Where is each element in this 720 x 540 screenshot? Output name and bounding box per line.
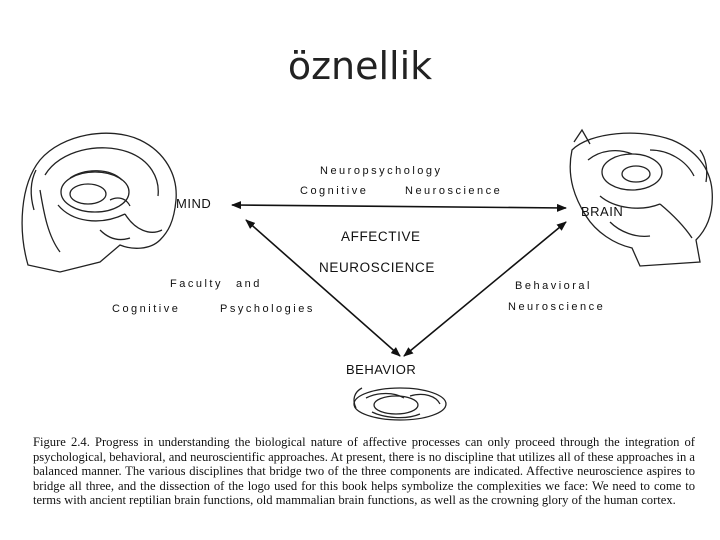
- center-label-affective: AFFECTIVE: [341, 229, 421, 244]
- behavior-brain-sketch-icon: [354, 388, 446, 420]
- edge-label-behavioral: Behavioral: [515, 280, 592, 292]
- node-behavior: BEHAVIOR: [346, 362, 416, 377]
- node-brain: BRAIN: [581, 204, 623, 219]
- figure-label: Figure 2.4.: [33, 435, 90, 449]
- edge-label-cognitive-top: Cognitive: [300, 185, 368, 197]
- node-mind: MIND: [176, 196, 211, 211]
- arrow-mind-brain: [232, 205, 566, 208]
- edge-label-psychologies: Psychologies: [220, 303, 315, 315]
- edge-label-faculty: Faculty: [170, 278, 223, 290]
- edge-label-cognitive-left: Cognitive: [112, 303, 180, 315]
- figure-caption: Figure 2.4. Progress in understanding th…: [33, 435, 695, 508]
- caption-text: Progress in understanding the biological…: [33, 435, 695, 507]
- center-label-neuroscience: NEUROSCIENCE: [319, 260, 435, 275]
- edge-label-neuropsychology: Neuropsychology: [320, 165, 443, 177]
- edge-label-and: and: [236, 278, 262, 290]
- mind-head-sketch-icon: [22, 133, 176, 272]
- edge-label-neuroscience-right: Neuroscience: [508, 301, 605, 313]
- affective-neuroscience-diagram: MIND BRAIN BEHAVIOR AFFECTIVE NEUROSCIEN…: [0, 0, 720, 430]
- edge-label-neuroscience-top: Neuroscience: [405, 185, 502, 197]
- brain-head-sketch-icon: [570, 130, 712, 266]
